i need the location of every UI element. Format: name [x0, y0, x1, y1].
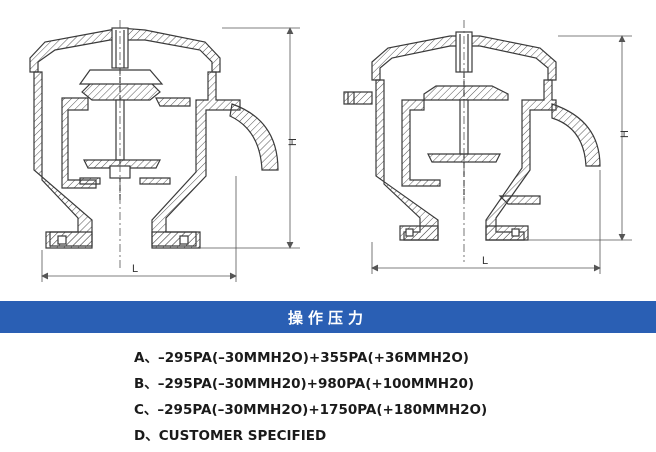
left-valve-length-label: L	[132, 263, 138, 275]
left-valve-dimensions	[41, 27, 300, 282]
right-valve-inner-chamber	[401, 99, 441, 187]
left-valve	[29, 27, 279, 249]
right-valve	[343, 31, 601, 241]
banner-title: 操作压力	[287, 308, 368, 327]
left-valve-outlet-hood	[229, 103, 279, 171]
right-valve-flange	[399, 225, 529, 241]
pressure-option-d: D、CUSTOMER SPECIFIED	[134, 428, 327, 444]
operating-pressure-banner: 操作压力	[0, 301, 656, 333]
left-valve-lower-pallet	[83, 159, 161, 169]
left-valve-flange	[45, 231, 201, 249]
left-valve-inner-chamber	[61, 97, 97, 189]
right-valve-length-label: L	[482, 255, 488, 267]
right-valve-upper-pallet	[423, 85, 509, 101]
right-valve-outlet-hood	[551, 103, 601, 167]
pressure-option-a: A、–295PA(–30MMH2O)+355PA(+36MMH2O)	[134, 350, 469, 366]
pressure-option-c: C、–295PA(–30MMH2O)+1750PA(+180MMH2O)	[134, 402, 488, 418]
valve-drawing: H L	[29, 20, 632, 282]
right-valve-lower-pallet	[427, 153, 501, 163]
right-valve-dimensions	[371, 35, 632, 274]
right-valve-height-label: H	[619, 130, 631, 138]
left-valve-height-label: H	[287, 138, 299, 146]
left-valve-upper-pallet	[81, 81, 161, 101]
right-valve-side-nozzle	[343, 91, 373, 105]
pressure-options-list: A、–295PA(–30MMH2O)+355PA(+36MMH2O) B、–29…	[134, 345, 634, 449]
pressure-option-b: B、–295PA(–30MMH20)+980PA(+100MMH20)	[134, 376, 475, 392]
